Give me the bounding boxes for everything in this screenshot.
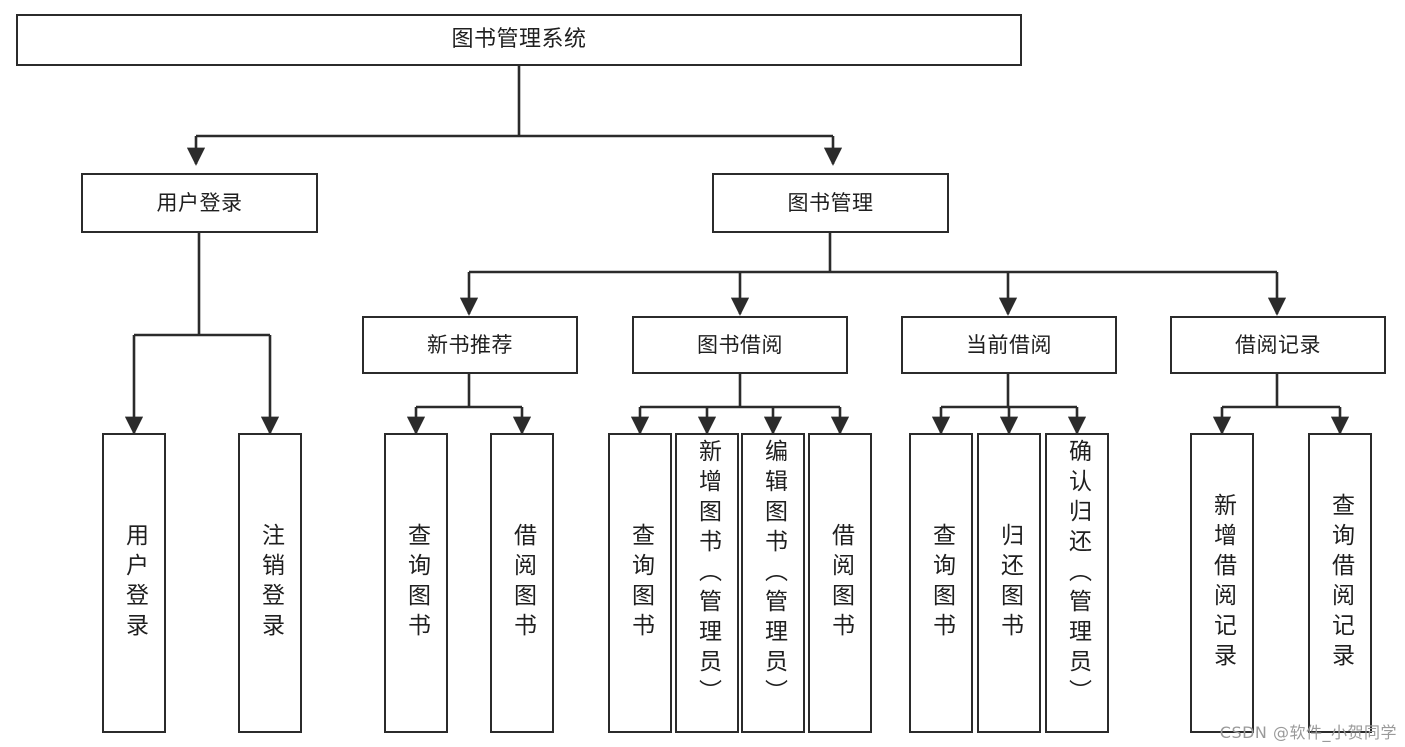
node-leaf-user-login[interactable]: 用户登录 xyxy=(102,433,166,733)
node-label: 图书借阅 xyxy=(697,332,783,357)
node-leaf-return-book[interactable]: 归还图书 xyxy=(977,433,1041,733)
node-leaf-add-book-admin[interactable]: 新增图书（管理员） xyxy=(675,433,739,733)
node-user-login[interactable]: 用户登录 xyxy=(81,173,318,233)
node-leaf-query-book-borrow[interactable]: 查询图书 xyxy=(608,433,672,733)
node-label: 图书管理系统 xyxy=(451,27,587,53)
node-book-management[interactable]: 图书管理 xyxy=(712,173,949,233)
node-label: 图书管理 xyxy=(787,190,874,215)
node-label: 借阅记录 xyxy=(1235,332,1321,357)
node-borrow-record[interactable]: 借阅记录 xyxy=(1170,316,1386,374)
node-leaf-query-book-recommend[interactable]: 查询图书 xyxy=(384,433,448,733)
node-root-system[interactable]: 图书管理系统 xyxy=(16,14,1022,66)
node-label: 注销登录 xyxy=(257,523,284,643)
node-label: 编辑图书（管理员） xyxy=(760,439,787,709)
node-book-borrow[interactable]: 图书借阅 xyxy=(632,316,848,374)
node-label: 用户登录 xyxy=(121,523,148,643)
node-leaf-logout[interactable]: 注销登录 xyxy=(238,433,302,733)
node-label: 确认归还（管理员） xyxy=(1064,439,1091,709)
node-label: 借阅图书 xyxy=(827,523,854,643)
node-leaf-add-borrow-record[interactable]: 新增借阅记录 xyxy=(1190,433,1254,733)
node-leaf-confirm-return-admin[interactable]: 确认归还（管理员） xyxy=(1045,433,1109,733)
node-leaf-edit-book-admin[interactable]: 编辑图书（管理员） xyxy=(741,433,805,733)
node-label: 用户登录 xyxy=(156,190,243,215)
node-new-book-recommend[interactable]: 新书推荐 xyxy=(362,316,578,374)
node-current-borrow[interactable]: 当前借阅 xyxy=(901,316,1117,374)
watermark-csdn: CSDN @软件_小贺同学 xyxy=(1219,723,1397,742)
node-label: 查询图书 xyxy=(403,523,430,643)
node-leaf-query-book-current[interactable]: 查询图书 xyxy=(909,433,973,733)
node-label: 新增借阅记录 xyxy=(1209,493,1236,673)
node-label: 当前借阅 xyxy=(966,332,1052,357)
node-label: 归还图书 xyxy=(996,523,1023,643)
node-label: 查询图书 xyxy=(928,523,955,643)
node-label: 新书推荐 xyxy=(427,332,513,357)
node-leaf-borrow-book[interactable]: 借阅图书 xyxy=(808,433,872,733)
node-label: 查询借阅记录 xyxy=(1327,493,1354,673)
node-label: 借阅图书 xyxy=(509,523,536,643)
node-leaf-borrow-book-recommend[interactable]: 借阅图书 xyxy=(490,433,554,733)
node-label: 新增图书（管理员） xyxy=(694,439,721,709)
node-label: 查询图书 xyxy=(627,523,654,643)
node-leaf-query-borrow-record[interactable]: 查询借阅记录 xyxy=(1308,433,1372,733)
